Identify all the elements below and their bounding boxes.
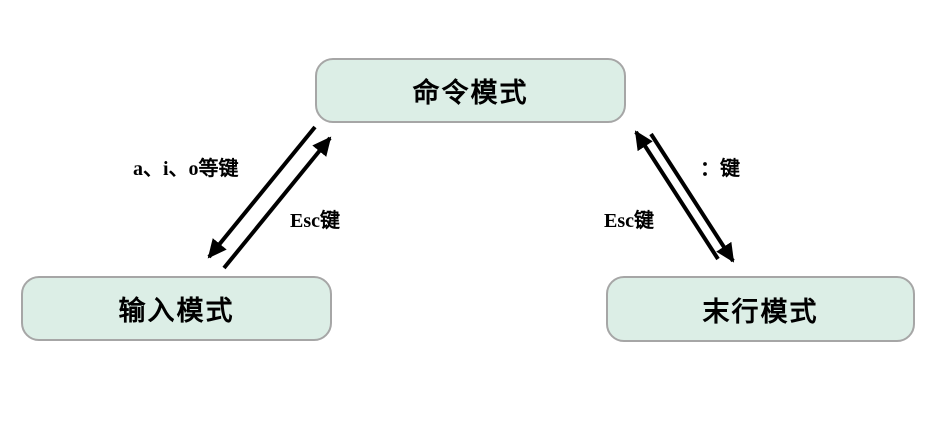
node-command-mode-label: 命令模式 xyxy=(412,78,529,108)
edge-label-colon-key: ：键 xyxy=(700,158,740,180)
edge-label-esc-left: Esc键 xyxy=(290,210,340,232)
node-last-line-mode: 末行模式 xyxy=(606,276,915,342)
arrow-lastline-to-command xyxy=(634,130,720,261)
arrow-command-to-input xyxy=(207,125,317,259)
arrow-input-to-command xyxy=(222,136,332,270)
node-input-mode: 输入模式 xyxy=(21,276,332,341)
node-input-mode-label: 输入模式 xyxy=(118,296,235,326)
node-last-line-mode-label: 末行模式 xyxy=(702,296,819,327)
edge-label-esc-right: Esc键 xyxy=(604,210,654,232)
edge-label-aio-keys: a、i、o等键 xyxy=(133,158,239,180)
arrow-command-to-lastline xyxy=(649,132,735,263)
node-command-mode: 命令模式 xyxy=(315,58,626,123)
